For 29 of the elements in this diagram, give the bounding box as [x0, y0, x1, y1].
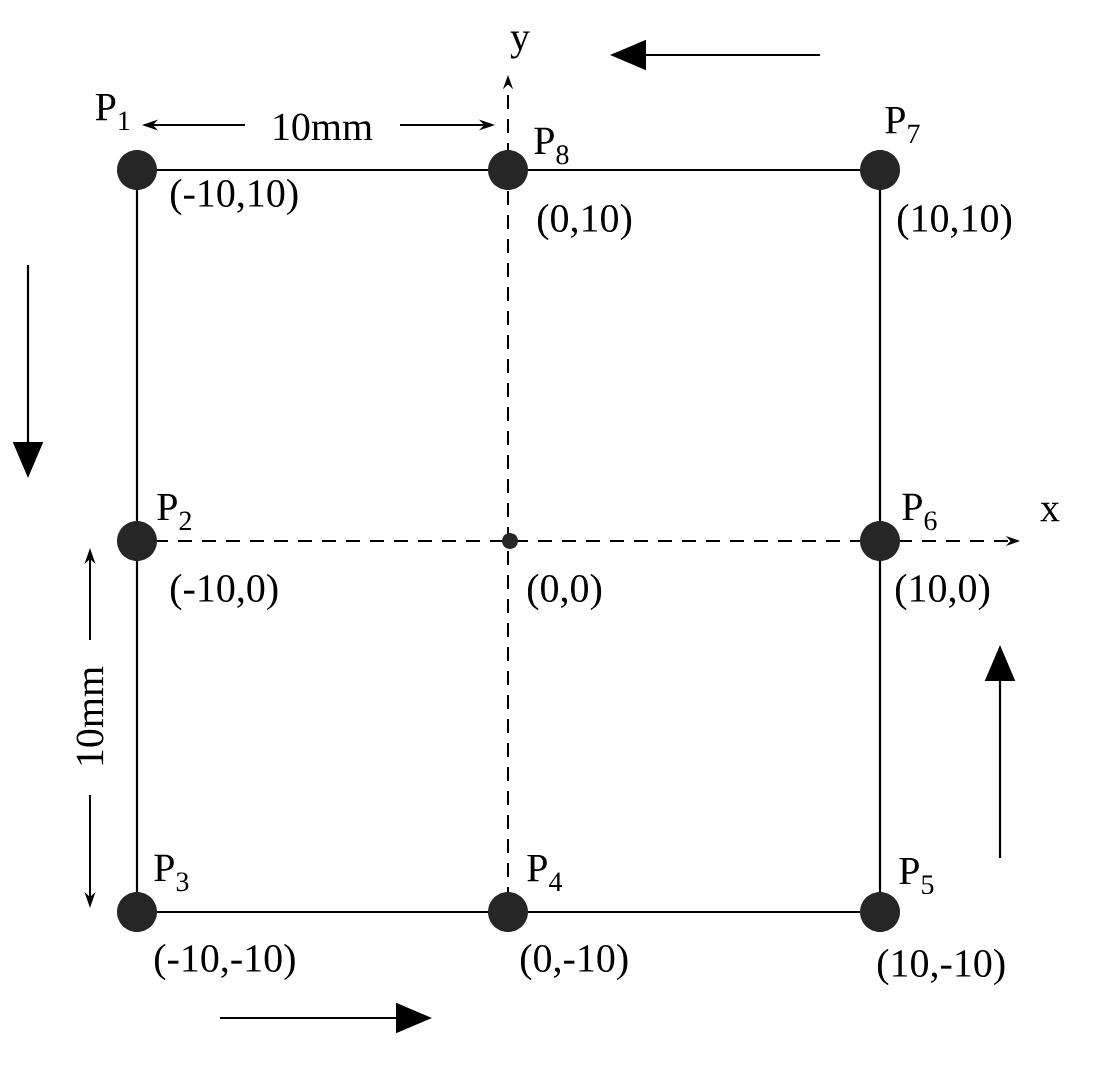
line [878, 190, 882, 521]
coordinate-label: (10,0) [895, 573, 990, 611]
point-label: P$_{2}$ [157, 493, 191, 531]
point-label: P$_{6}$ [902, 493, 937, 531]
point-label: P$_{1}$ [95, 93, 130, 131]
coordinate-label: (-10,-10) [154, 943, 295, 981]
coordinate-label: (-10,0) [170, 573, 278, 611]
coordinate-label: (10,10) [897, 203, 1012, 241]
line [157, 168, 488, 172]
line [528, 910, 860, 914]
axis-label: x [1040, 502, 1060, 522]
coordinate-label: (10,-10) [877, 948, 1005, 986]
line [528, 168, 860, 172]
dimension-label: 10mm [76, 666, 104, 765]
axis-label: y [510, 31, 530, 59]
coordinate-label: (-10,10) [170, 178, 298, 216]
line [135, 561, 139, 892]
coordinate-label: (0,10) [537, 203, 632, 241]
point-label: P$_{3}$ [154, 854, 189, 892]
point-label: P$_{5}$ [899, 857, 934, 895]
point-label: P$_{4}$ [527, 854, 562, 891]
line [878, 561, 882, 892]
line [135, 190, 139, 521]
coordinate-label: (0,0) [527, 573, 602, 611]
point-label: P$_{8}$ [534, 127, 569, 165]
point-label: P$_{7}$ [885, 107, 920, 143]
line [157, 910, 488, 914]
dimension-label: 10mm [274, 113, 373, 141]
coordinate-label: (0,-10) [520, 943, 628, 981]
